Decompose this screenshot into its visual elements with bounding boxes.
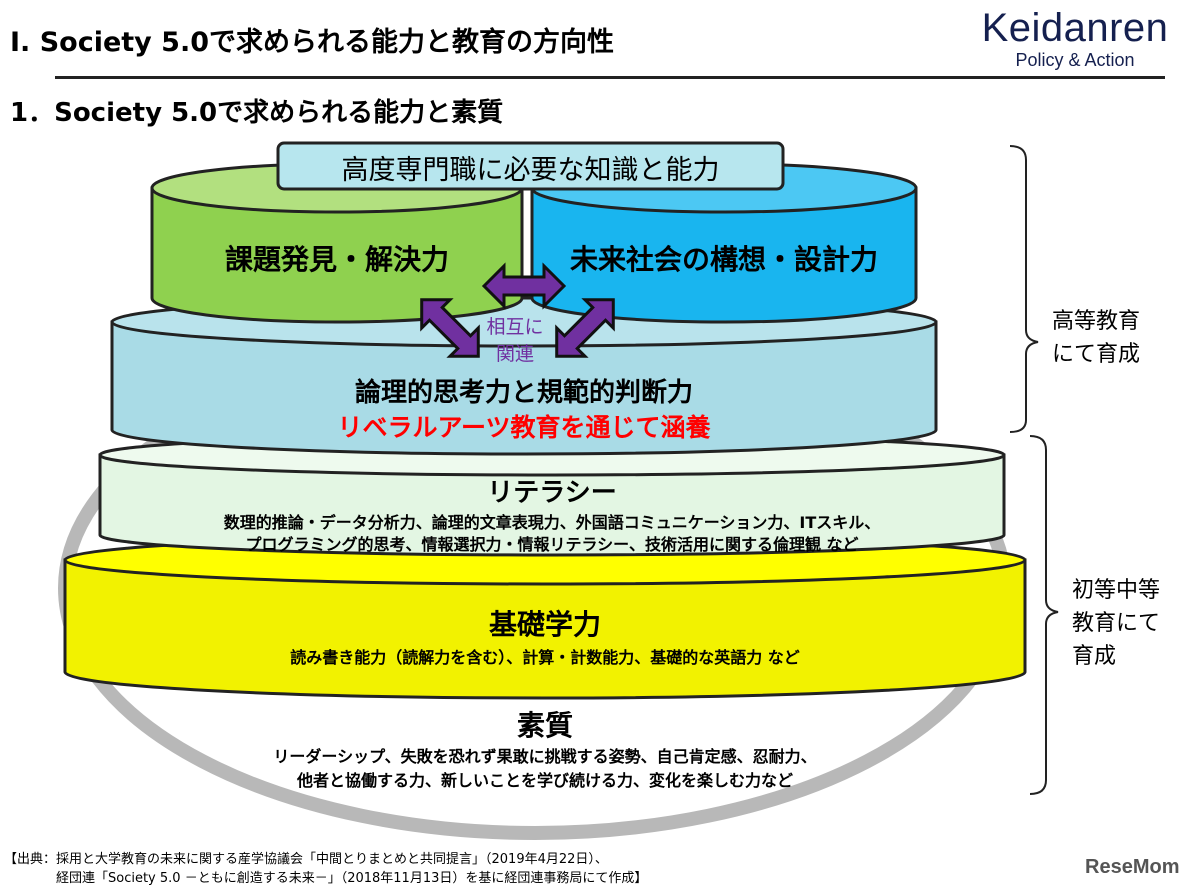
basic-skills-title: 基礎学力 [488, 608, 601, 641]
higher-ed-label: 高等教育 にて育成 [1052, 305, 1140, 371]
horizontal-double-arrow-icon [481, 262, 567, 310]
qualities-line-2: 他者と協働する力、新しいことを学び続ける力、変化を楽しむ力など [296, 771, 793, 790]
relation-label: 相互に 関連 [470, 314, 560, 368]
relation-label-line2: 関連 [495, 343, 534, 365]
title-divider [55, 76, 1165, 79]
qualities-title: 素質 [516, 709, 573, 742]
relation-label-line1: 相互に [486, 316, 544, 338]
literacy-description: 数理的推論・データ分析力、論理的文章表現力、外国語コミュニケーション力、ITスキ… [100, 512, 1004, 556]
literacy-line-2: プログラミング的思考、情報選択力・情報リテラシー、技術活用に関する倫理観 など [245, 535, 859, 554]
logo-main-text: Keidanren [981, 6, 1169, 50]
source-line-2: 経団連「Society 5.0 －ともに創造する未来－」（2018年11月13日… [56, 871, 648, 886]
qualities-line-1: リーダーシップ、失敗を恐れず果敢に挑戦する姿勢、自己肯定感、忍耐力、 [273, 747, 817, 766]
primary-ed-line-3: 育成 [1072, 644, 1117, 669]
slide-title: Ⅰ. Society 5.0で求められる能力と教育の方向性 [10, 27, 615, 58]
logic-title: 論理的思考力と規範的判断力 [354, 378, 693, 408]
right-cylinder-label: 未来社会の構想・設計力 [569, 243, 878, 276]
resemom-watermark: ReseMom [1085, 856, 1180, 878]
top-label-box [276, 141, 785, 191]
qualities-description: リーダーシップ、失敗を恐れず果敢に挑戦する姿勢、自己肯定感、忍耐力、 他者と協働… [65, 745, 1025, 793]
source-note: 【出典：採用と大学教育の未来に関する産学協議会「中間とりまとめと共同提言」（20… [4, 850, 647, 888]
higher-ed-bracket [1009, 145, 1039, 433]
left-cylinder-label: 課題発見・解決力 [224, 243, 449, 276]
primary-ed-line-2: 教育にて [1072, 611, 1161, 636]
basic-skills-description: 読み書き能力（読解力を含む）、計算・計数能力、基礎的な英語力 など [290, 648, 800, 667]
logic-subtitle: リベラルアーツ教育を通じて涵養 [337, 413, 711, 442]
section-subtitle: 1．Society 5.0で求められる能力と素質 [10, 98, 504, 128]
logo-sub-text: Policy & Action [1015, 50, 1135, 70]
keidanren-logo: Keidanren Policy & Action [975, 6, 1175, 70]
literacy-title: リテラシー [487, 478, 617, 508]
literacy-line-1: 数理的推論・データ分析力、論理的文章表現力、外国語コミュニケーション力、ITスキ… [223, 513, 881, 532]
right-diagonal-double-arrow-icon [555, 298, 615, 358]
primary-ed-bracket [1029, 435, 1059, 795]
left-diagonal-double-arrow-icon [420, 298, 480, 358]
higher-ed-line-2: にて育成 [1052, 342, 1141, 367]
top-label: 高度専門職に必要な知識と能力 [341, 155, 720, 186]
source-line-1: 【出典：採用と大学教育の未来に関する産学協議会「中間とりまとめと共同提言」（20… [4, 852, 608, 867]
primary-ed-label: 初等中等 教育にて 育成 [1072, 574, 1160, 673]
primary-ed-line-1: 初等中等 [1072, 578, 1161, 603]
higher-ed-line-1: 高等教育 [1052, 309, 1141, 334]
